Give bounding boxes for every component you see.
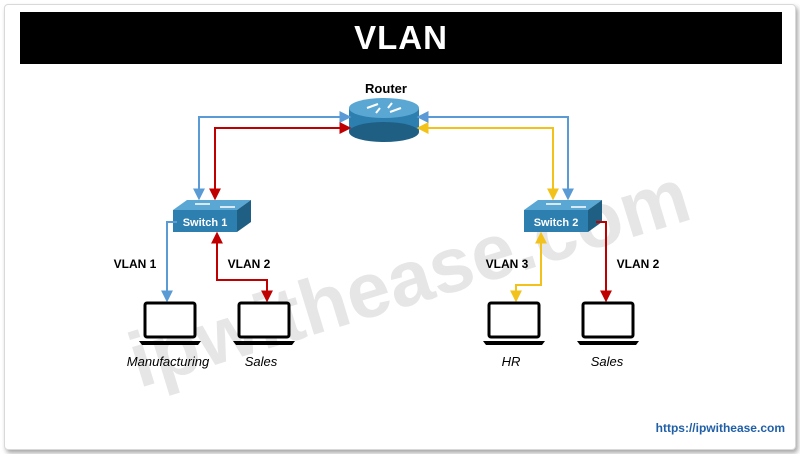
vlan-label-sw2-vlan2: VLAN 2 — [617, 257, 660, 271]
router-label: Router — [365, 81, 407, 96]
switch-2-icon — [524, 200, 602, 232]
page-title: VLAN — [354, 19, 448, 56]
laptop-sales-2-icon — [575, 301, 641, 347]
host-label-manufacturing: Manufacturing — [127, 354, 210, 369]
switch-1-icon — [173, 200, 251, 232]
link-router-sw2-vlan3 — [416, 122, 559, 201]
link-sw2-hr — [510, 231, 547, 303]
link-router-sw1-vlan2 — [209, 122, 352, 201]
host-label-sales-1: Sales — [245, 354, 278, 369]
link-sw1-sales — [211, 231, 273, 303]
link-sw2-sales — [596, 221, 612, 303]
router-icon — [349, 98, 419, 142]
link-router-sw1-vlan1 — [193, 111, 352, 201]
host-label-hr: HR — [502, 354, 521, 369]
footer-url[interactable]: https://ipwithease.com — [655, 421, 785, 435]
switch-1-label: Switch 1 — [183, 217, 228, 229]
vlan-diagram: ipwithease.com Router Switch 1 — [114, 81, 700, 404]
switch-2-label: Switch 2 — [534, 217, 579, 229]
link-sw1-manufacturing — [161, 221, 177, 303]
vlan-label-sw1-vlan2: VLAN 2 — [228, 257, 271, 271]
diagram-frame: VLAN ipwithease.com Rout — [4, 4, 796, 450]
vlan-label-sw1-vlan1: VLAN 1 — [114, 257, 157, 271]
vlan-label-sw2-vlan3: VLAN 3 — [486, 257, 529, 271]
laptop-hr-icon — [481, 301, 547, 347]
host-label-sales-2: Sales — [591, 354, 624, 369]
link-router-sw2-vlan1 — [416, 111, 574, 201]
title-bar: VLAN — [20, 12, 782, 64]
